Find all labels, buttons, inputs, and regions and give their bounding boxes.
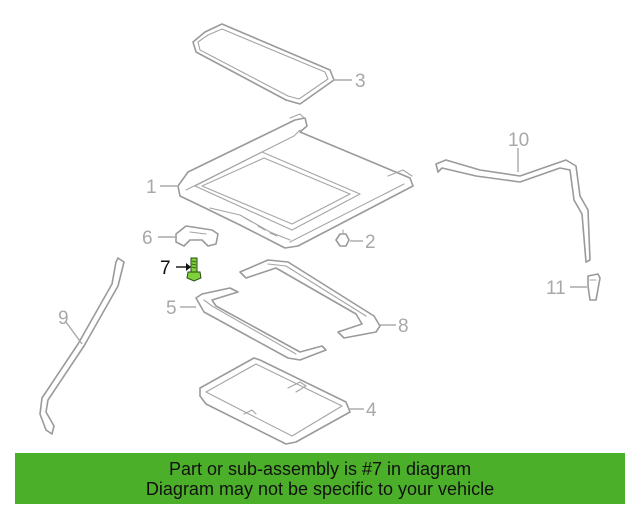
callout-9-leader — [65, 321, 83, 345]
part-5-weatherstrip — [195, 287, 327, 361]
banner-line-1: Part or sub-assembly is #7 in diagram — [168, 458, 472, 479]
callout-7-label: 7 — [160, 258, 171, 279]
callout-3-label: 3 — [355, 71, 366, 92]
banner-line-2: Diagram may not be specific to your vehi… — [145, 478, 495, 499]
part-1-sunroof-frame — [177, 113, 414, 249]
callout-7-arrowhead — [186, 263, 191, 271]
callout-1-label: 1 — [146, 177, 157, 198]
part-3-glass-panel — [192, 23, 335, 105]
parts-diagram: 3 1 2 6 7 8 — [39, 23, 601, 445]
callout-6-label: 6 — [142, 228, 153, 249]
part-11-clip — [587, 273, 601, 301]
callout-8-label: 8 — [398, 316, 409, 337]
callout-10-label: 10 — [508, 130, 529, 151]
part-4-sunshade — [199, 357, 351, 445]
part-9-drain-hose — [39, 257, 125, 435]
callout-4-label: 4 — [366, 400, 377, 421]
callout-11-label: 11 — [546, 278, 566, 299]
callout-9-label: 9 — [58, 308, 69, 329]
part-6-bracket — [175, 225, 219, 247]
part-8-seal-frame — [239, 259, 381, 339]
callout-2-label: 2 — [365, 232, 376, 253]
part-2-nut — [335, 229, 350, 247]
info-banner: Part or sub-assembly is #7 in diagram Di… — [15, 453, 625, 504]
part-7-bolt — [186, 257, 202, 282]
callout-5-label: 5 — [166, 298, 177, 319]
part-10-drain-hose — [435, 159, 591, 263]
